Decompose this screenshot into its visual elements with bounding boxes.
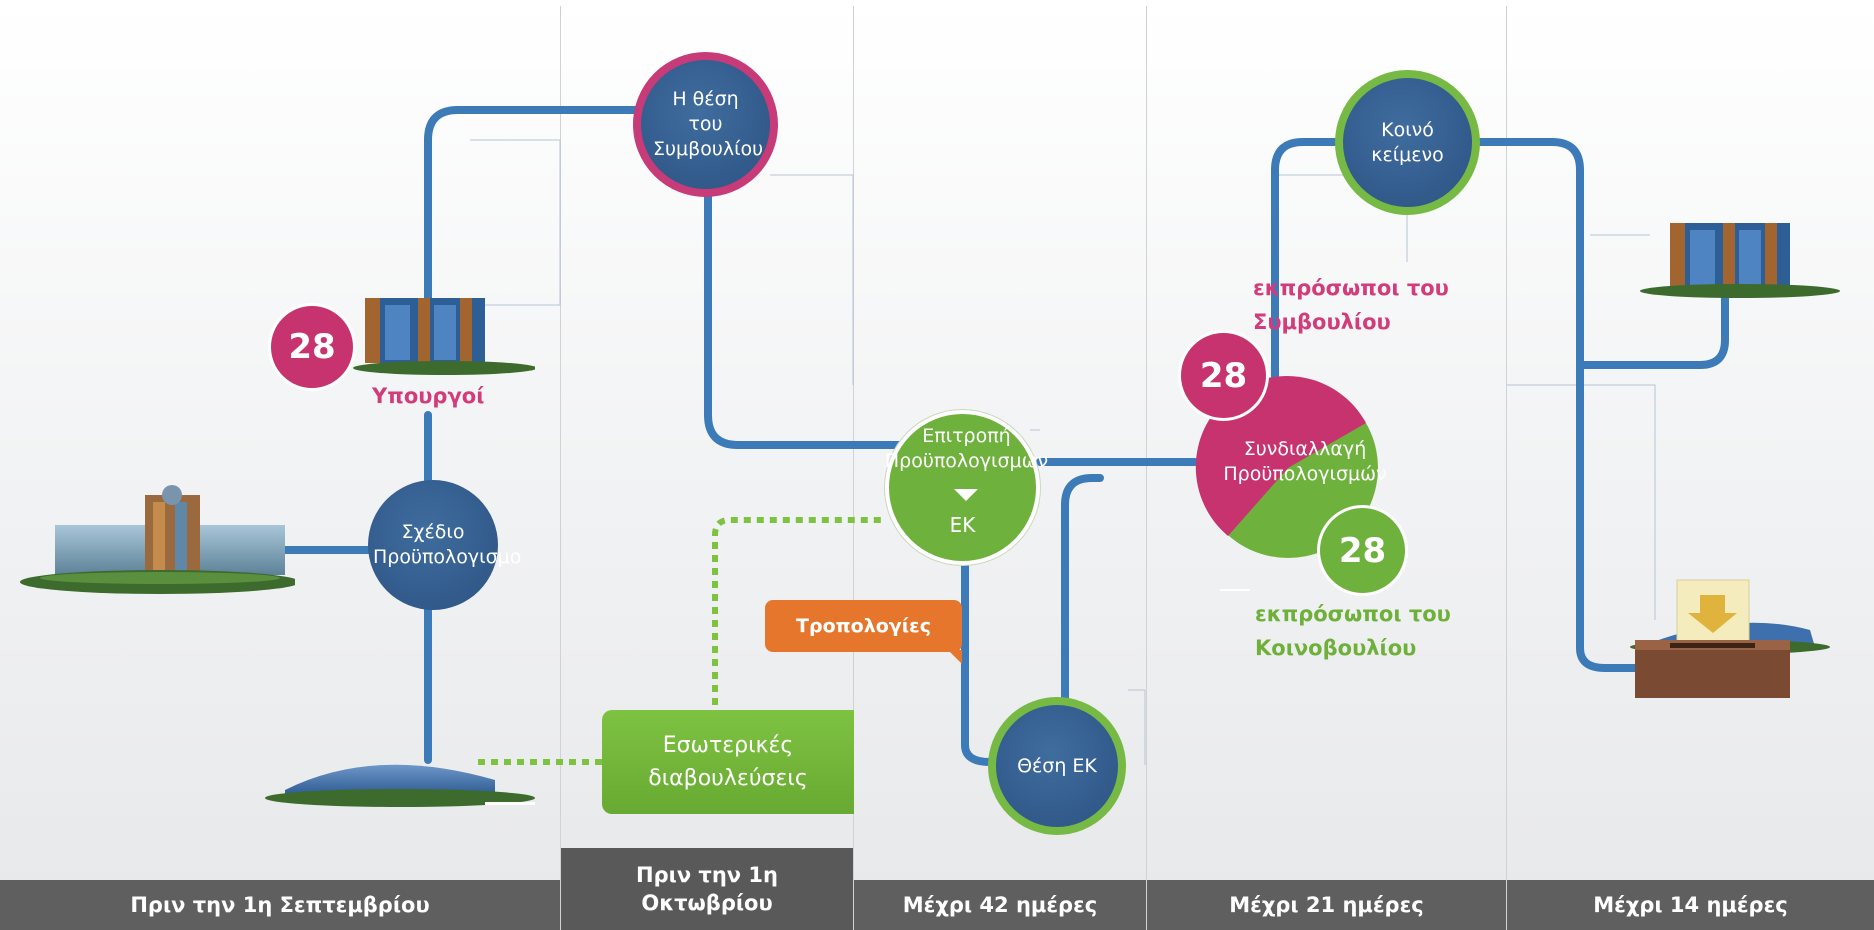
- timeline-label-1: Πριν την 1η Σεπτεμβρίου: [130, 892, 430, 917]
- council-reps-label: εκπρόσωποι του Συμβουλίου: [1253, 276, 1449, 334]
- amendments-bubble-tail: [948, 650, 962, 664]
- ministers-count: 28: [288, 327, 336, 367]
- ballot-box-icon: [1630, 579, 1830, 698]
- council-reps-count-badge: 28: [1178, 330, 1269, 421]
- internal-consultations-label: Εσωτερικές διαβουλεύσεις: [648, 733, 808, 791]
- timeline-label-2: Πριν την 1η Οκτωβρίου: [636, 862, 778, 915]
- budget-committee-label: Επιτροπή Προϋπολογισμών: [884, 425, 1049, 472]
- council-building-icon-2: [1640, 223, 1840, 298]
- joint-text-label: Κοινό κείμενο: [1371, 118, 1444, 166]
- internal-consultations-box: Εσωτερικές διαβουλεύσεις: [602, 710, 854, 814]
- parliament-reps-count: 28: [1338, 530, 1387, 571]
- ministers-count-badge: 28: [268, 303, 356, 391]
- timeline-cell-4: Μέχρι 21 ημέρες: [1147, 880, 1506, 930]
- timeline-label-3: Μέχρι 42 ημέρες: [902, 892, 1098, 917]
- amendments-bubble: Τροπολογίες: [765, 600, 962, 652]
- timeline-cell-2: Πριν την 1η Οκτωβρίου: [561, 848, 853, 930]
- budget-committee-node: Επιτροπή Προϋπολογισμών ΕΚ: [885, 410, 1048, 565]
- parliament-reps-count-badge: 28: [1317, 505, 1408, 596]
- ep-position-node: Θέση ΕΚ: [988, 697, 1126, 835]
- parliament-reps-label: εκπρόσωποι του Κοινοβουλίου: [1255, 602, 1451, 660]
- joint-text-node: Κοινό κείμενο: [1335, 70, 1480, 215]
- column-divider: [1146, 6, 1147, 930]
- timeline-cell-5: Μέχρι 14 ημέρες: [1507, 880, 1874, 930]
- ep-position-label: Θέση ΕΚ: [1017, 754, 1097, 777]
- timeline-cell-1: Πριν την 1η Σεπτεμβρίου: [0, 880, 560, 930]
- timeline-label-4: Μέχρι 21 ημέρες: [1229, 892, 1424, 917]
- parliament-building-icon: [265, 764, 535, 807]
- draft-budget-label: Σχέδιο Προϋπολογισμο: [373, 521, 522, 568]
- column-divider: [1506, 6, 1507, 930]
- council-building-icon: [353, 298, 535, 375]
- ep-label: ΕΚ: [949, 513, 976, 537]
- draft-budget-node: Σχέδιο Προϋπολογισμο: [368, 480, 522, 610]
- amendments-label: Τροπολογίες: [796, 615, 931, 637]
- ministers-label: Υπουργοί: [372, 384, 485, 408]
- timeline-label-5: Μέχρι 14 ημέρες: [1593, 892, 1788, 917]
- council-reps-count: 28: [1199, 355, 1248, 396]
- conciliation-label: Συνδιαλλαγή Προϋπολογισμών: [1223, 438, 1387, 485]
- timeline-cell-3: Μέχρι 42 ημέρες: [854, 880, 1146, 930]
- column-bg-5: [1507, 6, 1874, 930]
- column-divider: [560, 6, 561, 930]
- speech-pointer: [954, 489, 978, 501]
- commission-building-icon: [20, 485, 295, 594]
- council-position-label: Η θέση του Συμβουλίου: [653, 88, 764, 160]
- column-divider: [853, 6, 854, 930]
- council-position-node: Η θέση του Συμβουλίου: [633, 52, 778, 197]
